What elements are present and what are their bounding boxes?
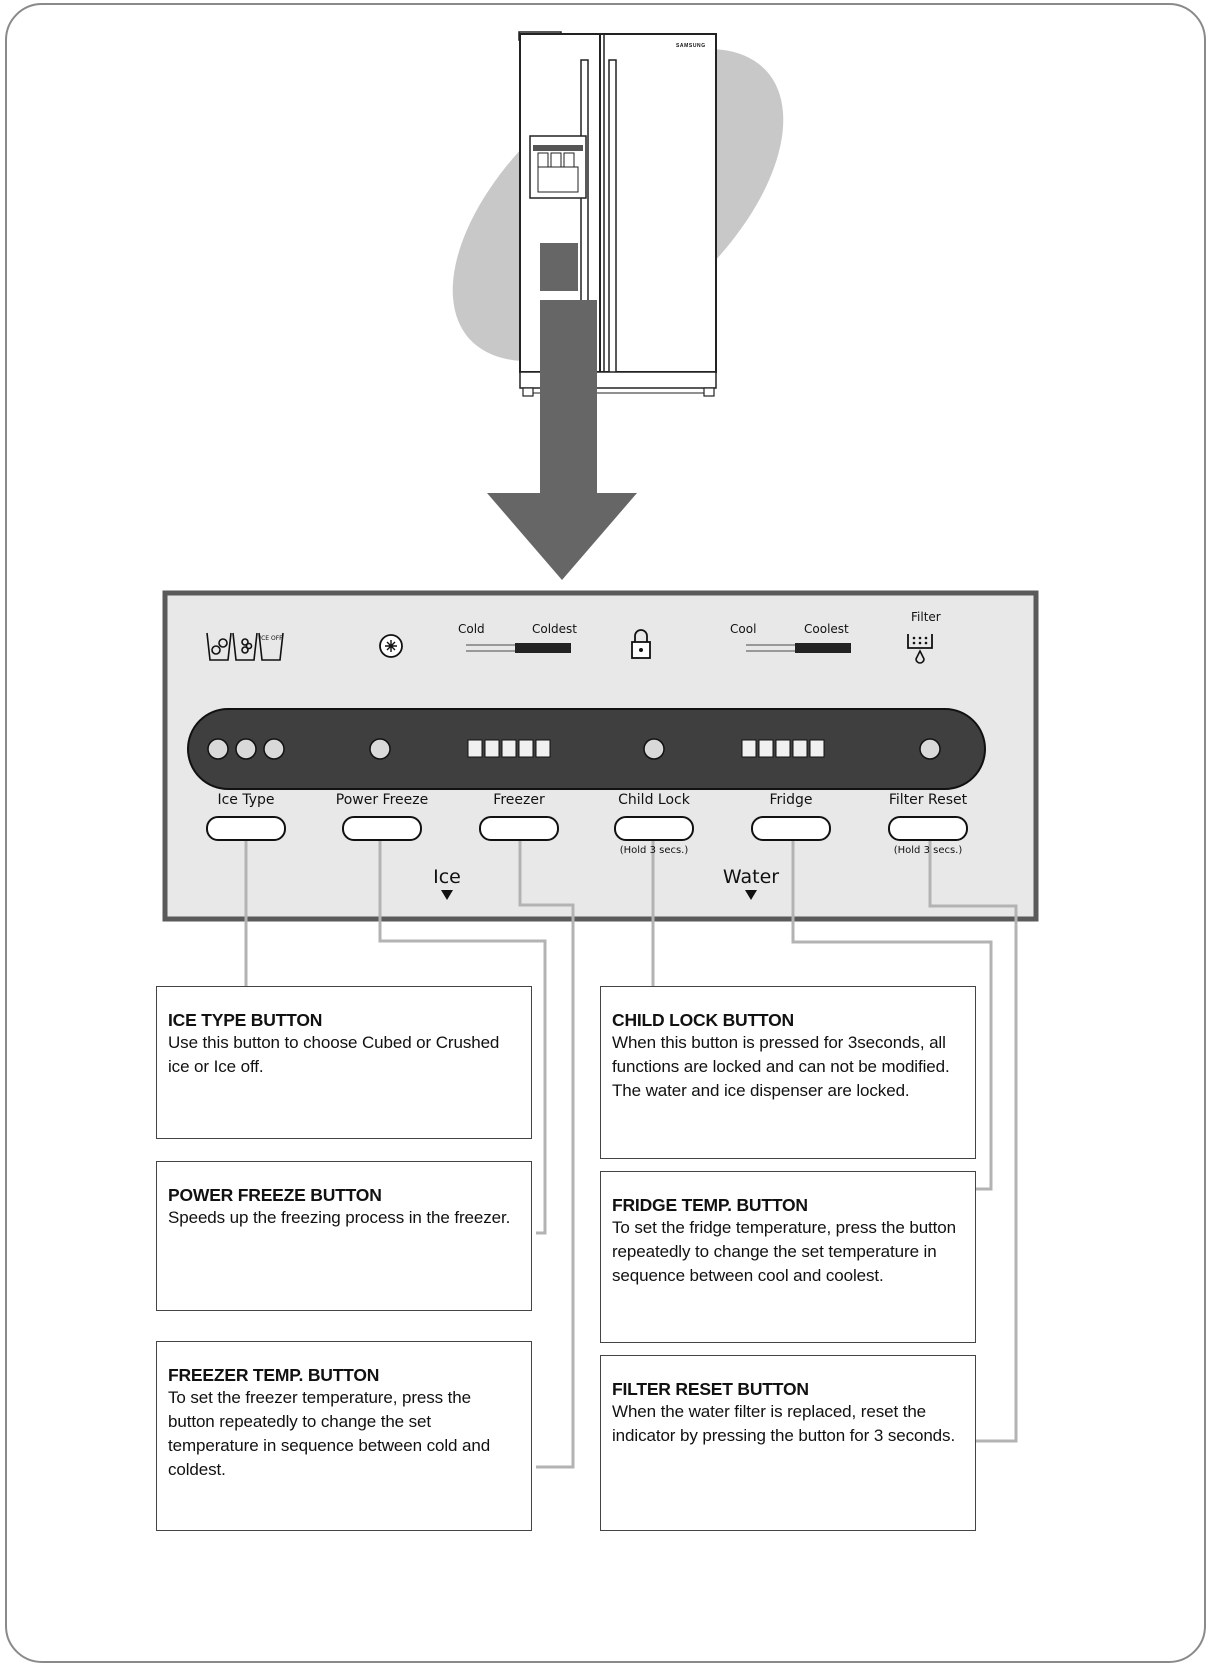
freezer-label: Freezer [493, 792, 545, 808]
callout-body: When the water filter is replaced, reset… [612, 1402, 956, 1445]
fridge-brand-logo: SAMSUNG [676, 43, 706, 49]
down-arrow [487, 243, 637, 580]
callout-freezer-temp: FREEZER TEMP. BUTTON To set the freezer … [156, 1341, 532, 1531]
fridge-button[interactable] [751, 816, 831, 841]
callout-ice-type: ICE TYPE BUTTON Use this button to choos… [156, 986, 532, 1139]
filter-label: Filter [911, 610, 941, 624]
callout-title: ICE TYPE BUTTON [168, 1010, 323, 1030]
child-lock-label: Child Lock [618, 792, 690, 808]
callout-title: CHILD LOCK BUTTON [612, 1010, 794, 1030]
filter-reset-hold-note: (Hold 3 secs.) [893, 845, 963, 856]
display-bar [187, 708, 986, 790]
fridge-label: Fridge [769, 792, 813, 808]
callout-child-lock: CHILD LOCK BUTTON When this button is pr… [600, 986, 976, 1159]
callout-body: To set the freezer temperature, press th… [168, 1388, 491, 1479]
callout-title: FRIDGE TEMP. BUTTON [612, 1195, 808, 1215]
fridge-scale-cool-label: Cool [730, 622, 757, 636]
filter-reset-button[interactable] [888, 816, 968, 841]
ice-type-label: Ice Type [217, 792, 275, 808]
frame-border [5, 3, 1206, 1663]
ice-off-icon-text: ICE OFF [259, 635, 283, 642]
fridge-scale-coolest-label: Coolest [804, 622, 849, 636]
filter-reset-label: Filter Reset [888, 792, 968, 808]
freezer-button[interactable] [479, 816, 559, 841]
child-lock-button[interactable] [614, 816, 694, 841]
leader-lines [244, 839, 1018, 1469]
callout-body: To set the fridge temperature, press the… [612, 1218, 956, 1285]
callout-filter-reset: FILTER RESET BUTTON When the water filte… [600, 1355, 976, 1531]
callout-body: When this button is pressed for 3seconds… [612, 1033, 950, 1100]
freezer-scale-coldest-label: Coldest [532, 622, 578, 636]
callout-title: FREEZER TEMP. BUTTON [168, 1365, 380, 1385]
child-lock-hold-note: (Hold 3 secs.) [619, 845, 689, 856]
water-dispenser-label: Water [722, 866, 780, 888]
ice-type-button[interactable] [206, 816, 286, 841]
callout-body: Use this button to choose Cubed or Crush… [168, 1033, 500, 1076]
callout-fridge-temp: FRIDGE TEMP. BUTTON To set the fridge te… [600, 1171, 976, 1343]
callout-title: FILTER RESET BUTTON [612, 1379, 809, 1399]
power-freeze-label: Power Freeze [335, 792, 429, 808]
freezer-scale-cold-label: Cold [458, 622, 485, 636]
callout-title: POWER FREEZE BUTTON [168, 1185, 382, 1205]
power-freeze-button[interactable] [342, 816, 422, 841]
callout-power-freeze: POWER FREEZE BUTTON Speeds up the freezi… [156, 1161, 532, 1311]
ice-dispenser-label: Ice [433, 866, 461, 888]
callout-body: Speeds up the freezing process in the fr… [168, 1208, 511, 1227]
